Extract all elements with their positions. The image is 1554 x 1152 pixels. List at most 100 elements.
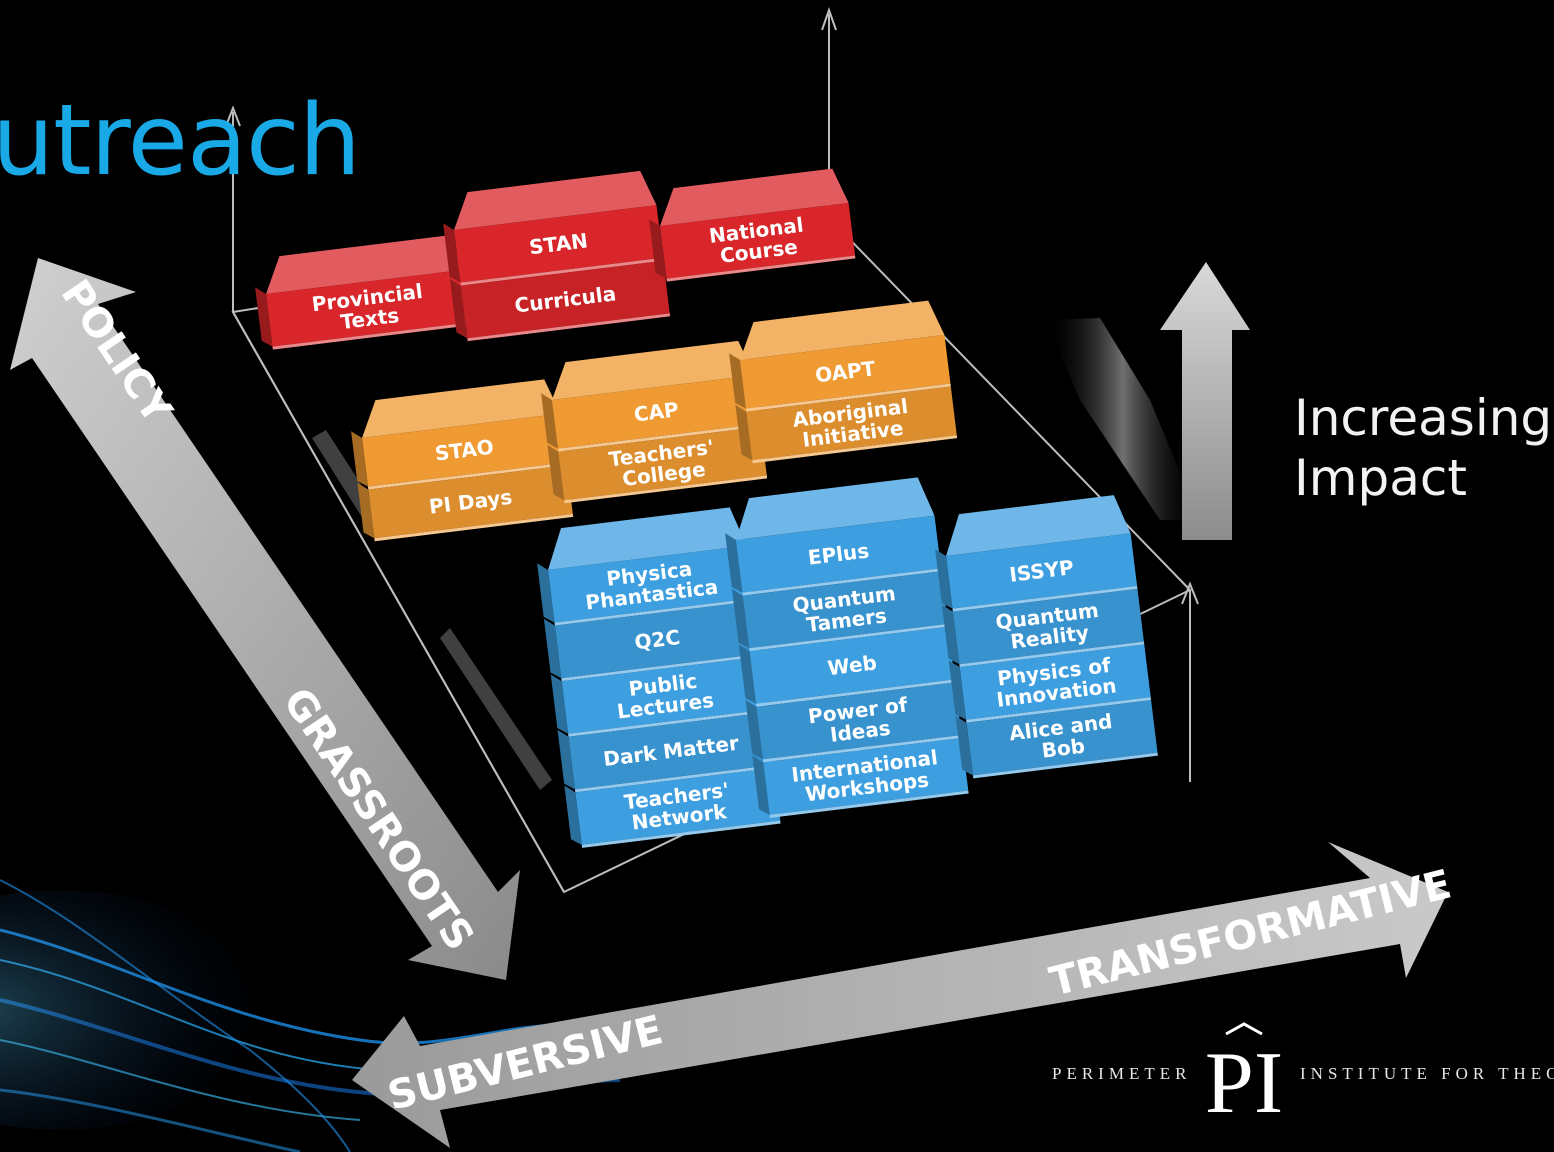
orange-block-side <box>357 482 375 539</box>
blue-column-1: PhysicaPhantasticaQ2CPublicLecturesDark … <box>537 507 781 848</box>
red-block-edge <box>467 313 671 342</box>
blue-column-top-face <box>548 507 747 570</box>
orange-block <box>746 386 957 461</box>
orange-block-side <box>547 444 565 501</box>
blue-block <box>952 588 1144 665</box>
orange-column-top-face <box>740 300 945 360</box>
blue-block-edge <box>581 820 781 848</box>
orange-block <box>362 413 567 487</box>
blue-block-edge <box>972 752 1158 779</box>
red-block-edge <box>460 257 664 286</box>
blue-column-top-face <box>946 495 1131 556</box>
red-column-1: ProvincialTexts <box>255 235 472 350</box>
blue-block-label-line: Web <box>826 650 878 680</box>
blue-block <box>763 737 969 815</box>
impact-line-2: Impact <box>1294 449 1467 507</box>
blue-block-edge <box>769 790 969 818</box>
blue-block-label: PhysicaPhantastica <box>582 554 720 615</box>
blue-block-edge <box>959 641 1145 668</box>
blue-block-side <box>543 618 562 679</box>
logo-institute-text: INSTITUTE FOR THEO <box>1300 1064 1554 1083</box>
blue-block-label: Q2C <box>633 625 681 654</box>
blue-block <box>568 712 774 790</box>
blue-block-edge <box>742 568 942 596</box>
red-block-side <box>649 219 667 279</box>
orange-block <box>552 375 761 449</box>
red-column-3: NationalCourse <box>649 168 856 282</box>
red-column-top-face <box>266 235 465 294</box>
impact-line-1: Increasing <box>1294 389 1553 447</box>
blue-block-side <box>731 588 750 649</box>
increasing-impact-label: Increasing Impact <box>1294 388 1552 508</box>
red-block-edge <box>272 322 472 350</box>
red-block-side <box>255 287 273 347</box>
orange-block-edge <box>557 423 761 452</box>
blue-block <box>749 626 955 704</box>
orange-block-edge <box>745 383 951 412</box>
blue-block-side <box>725 533 743 593</box>
orange-block-edge <box>752 435 958 464</box>
blue-block-label: Teachers'Network <box>623 778 733 836</box>
blue-block-side <box>564 785 582 845</box>
blue-block-edge <box>554 598 754 626</box>
blue-block <box>742 571 948 649</box>
blue-block-side <box>941 604 960 665</box>
orange-column-top-face <box>362 379 561 438</box>
blue-block-edge <box>568 709 767 737</box>
red-column-top-face <box>454 170 657 230</box>
blue-block-label: QuantumTamers <box>791 581 899 638</box>
impact-arrow <box>1160 262 1250 540</box>
blue-block-side <box>935 549 953 609</box>
blue-block <box>554 601 760 679</box>
orange-block-side <box>541 393 558 449</box>
orange-block-side <box>729 353 746 409</box>
blue-block-label-line: Bob <box>1040 734 1086 763</box>
orange-block-side <box>351 431 368 487</box>
blue-block-side <box>738 644 757 704</box>
blue-block-edge <box>561 653 761 682</box>
program-blocks: ProvincialTextsSTANCurriculaNationalCour… <box>255 168 1158 848</box>
orange-block <box>740 334 951 409</box>
blue-block <box>561 656 767 734</box>
blue-block-label: Web <box>826 650 878 680</box>
red-block-edge <box>666 255 856 282</box>
blue-block-edge <box>762 734 962 763</box>
orange-column-2: CAP Teachers'College <box>541 340 768 504</box>
orange-block <box>558 426 767 501</box>
blue-column-top-face <box>736 477 935 540</box>
blue-block-edge <box>966 697 1152 723</box>
logo-perimeter-text: PERIMETER <box>1052 1064 1192 1083</box>
blue-block-side <box>745 700 763 760</box>
orange-block-edge <box>564 475 768 504</box>
blue-block-side <box>948 660 967 720</box>
blue-block <box>756 682 962 760</box>
orange-block-edge <box>367 462 567 490</box>
blue-block <box>575 767 781 845</box>
light-streaks <box>0 879 641 1152</box>
orange-column-top-face <box>552 340 755 400</box>
blue-block <box>959 644 1151 720</box>
red-column-top-face <box>660 168 849 226</box>
blue-block-edge <box>749 623 949 652</box>
red-block-side <box>449 278 468 339</box>
blue-block-side <box>550 674 569 734</box>
pi-logo-icon: PI <box>1205 1022 1283 1118</box>
red-block <box>266 269 471 347</box>
orange-block-label: Teachers'College <box>607 435 717 493</box>
orange-block <box>368 465 573 539</box>
blue-block-side <box>557 730 575 790</box>
blue-block-edge <box>574 764 774 793</box>
blue-block-side <box>955 716 973 776</box>
slide-title: utreach <box>0 84 361 198</box>
orange-block-label-line: CAP <box>633 397 680 426</box>
blue-block <box>946 533 1138 609</box>
blue-block-edge <box>952 585 1138 612</box>
orange-block-edge <box>374 513 574 542</box>
blue-block-edge <box>756 679 955 707</box>
